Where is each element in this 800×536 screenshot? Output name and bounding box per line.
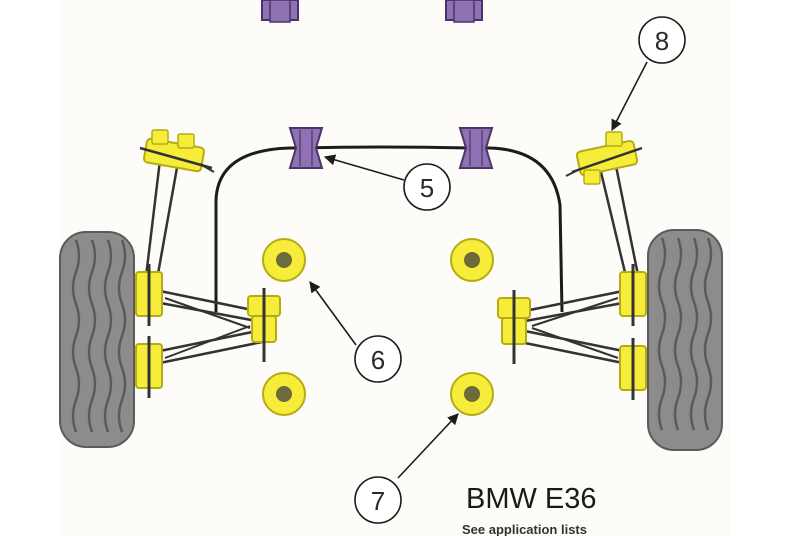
hub-bush-left-lower: [135, 336, 163, 398]
hub-bush-right-upper: [619, 264, 647, 326]
inner-bush-right: [497, 290, 531, 364]
anti-roll-bar-bush-left: [288, 127, 324, 169]
tyre-left: [59, 231, 135, 448]
callout-6: 6: [354, 335, 402, 383]
round-bush-7-left: [262, 372, 306, 416]
top-link-bush-left: [139, 129, 215, 173]
hub-bush-left-upper: [135, 264, 163, 326]
callout-5-label: 5: [420, 173, 434, 203]
suspension-arms-left: [143, 159, 263, 366]
leader-line-7: [397, 413, 459, 479]
callout-7-label: 7: [371, 486, 385, 516]
round-bush-6-right: [450, 238, 494, 282]
callout-5: 5: [403, 163, 451, 211]
leader-line-8: [611, 61, 648, 131]
round-bush-7-right: [450, 372, 494, 416]
callout-6-label: 6: [371, 345, 385, 375]
top-link-bush-right: [565, 131, 643, 185]
callout-7: 7: [354, 476, 402, 524]
leader-line-6: [309, 281, 357, 346]
anti-roll-bar: [214, 145, 564, 313]
hub-bush-right-lower: [619, 338, 647, 400]
top-mount-right: [445, 0, 483, 23]
model-title: BMW E36: [466, 483, 597, 515]
model-subtitle: See application lists: [462, 522, 587, 536]
inner-bush-left: [247, 288, 281, 362]
round-bush-6-left: [262, 238, 306, 282]
top-mount-left: [261, 0, 299, 23]
diagram-panel: [60, 0, 730, 536]
anti-roll-bar-bush-right: [458, 127, 494, 169]
callout-8-label: 8: [655, 26, 669, 56]
suspension-arms-right: [519, 165, 642, 366]
callout-8: 8: [638, 16, 686, 64]
tyre-right: [647, 229, 723, 451]
leader-line-5: [323, 154, 405, 181]
